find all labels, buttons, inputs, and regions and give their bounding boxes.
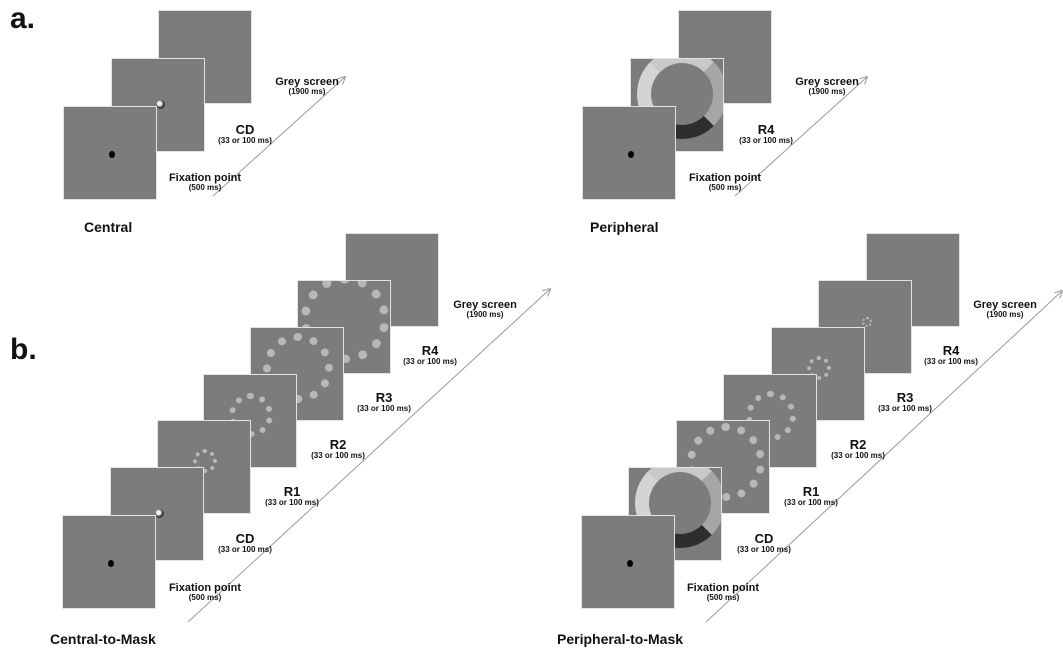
grey-screen-label: Grey screen (1900 ms) bbox=[973, 299, 1037, 320]
panel-a-letter: a. bbox=[10, 2, 36, 35]
r3-label: R3 (33 or 100 ms) bbox=[357, 390, 411, 414]
mask-ring-r4 bbox=[301, 281, 389, 363]
grey-screen-label: Grey screen (1900 ms) bbox=[453, 299, 517, 320]
mask-ring-r2 bbox=[746, 391, 796, 441]
time-arrow-peripheral-mask bbox=[705, 291, 1062, 623]
condition-label-central: Central bbox=[84, 219, 133, 235]
fixation-point-icon bbox=[109, 151, 115, 158]
time-arrow-central-mask bbox=[187, 289, 550, 623]
fixation-label: Fixation point (500 ms) bbox=[688, 172, 762, 193]
r3-label: R3 (33 or 100 ms) bbox=[878, 390, 932, 414]
fixation-screen bbox=[63, 106, 157, 200]
mask-ring-r2 bbox=[229, 393, 273, 437]
grey-screen-label: Grey screen (1900 ms) bbox=[275, 76, 339, 97]
fixation-point-icon bbox=[108, 560, 114, 567]
fixation-screen bbox=[62, 515, 156, 609]
r2-label: R2 (33 or 100 ms) bbox=[311, 437, 365, 461]
grey-screen-label: Grey screen (1900 ms) bbox=[795, 76, 859, 97]
fixation-point-icon bbox=[628, 151, 634, 158]
cd-screen bbox=[628, 467, 722, 561]
fixation-point-icon bbox=[627, 560, 633, 567]
r1-label: R1 (33 or 100 ms) bbox=[265, 484, 319, 508]
fixation-label: Fixation point (500 ms) bbox=[686, 582, 760, 603]
r1-label: R1 (33 or 100 ms) bbox=[784, 484, 838, 508]
central-disk-stimulus bbox=[155, 509, 164, 518]
cd-label: CD (33 or 100 ms) bbox=[737, 531, 791, 555]
panel-b-letter: b. bbox=[10, 333, 37, 366]
condition-label-central-to-mask: Central-to-Mask bbox=[50, 631, 156, 647]
condition-label-peripheral-to-mask: Peripheral-to-Mask bbox=[557, 631, 684, 647]
mask-ring-r4 bbox=[862, 317, 872, 327]
mask-ring-r3 bbox=[807, 356, 831, 380]
fixation-screen bbox=[581, 515, 675, 609]
central-disk-stimulus bbox=[156, 100, 165, 109]
cd-label: CD (33 or 100 ms) bbox=[218, 531, 272, 555]
time-arrow-central bbox=[212, 77, 345, 197]
r4-label: R4 (33 or 100 ms) bbox=[739, 122, 793, 146]
condition-label-peripheral: Peripheral bbox=[590, 219, 659, 235]
fixation-screen bbox=[582, 106, 676, 200]
mask-ring-r1 bbox=[193, 449, 217, 473]
fixation-label: Fixation point (500 ms) bbox=[168, 172, 242, 193]
time-arrow-peripheral bbox=[734, 77, 867, 197]
r2-label: R2 (33 or 100 ms) bbox=[831, 437, 885, 461]
r4-label: R4 (33 or 100 ms) bbox=[403, 343, 457, 367]
mask-ring-r1 bbox=[687, 423, 765, 501]
r4-label: R4 (33 or 100 ms) bbox=[924, 343, 978, 367]
mask-ring-r3 bbox=[263, 333, 333, 403]
fixation-label: Fixation point (500 ms) bbox=[168, 582, 242, 603]
cd-label: CD (33 or 100 ms) bbox=[218, 122, 272, 146]
